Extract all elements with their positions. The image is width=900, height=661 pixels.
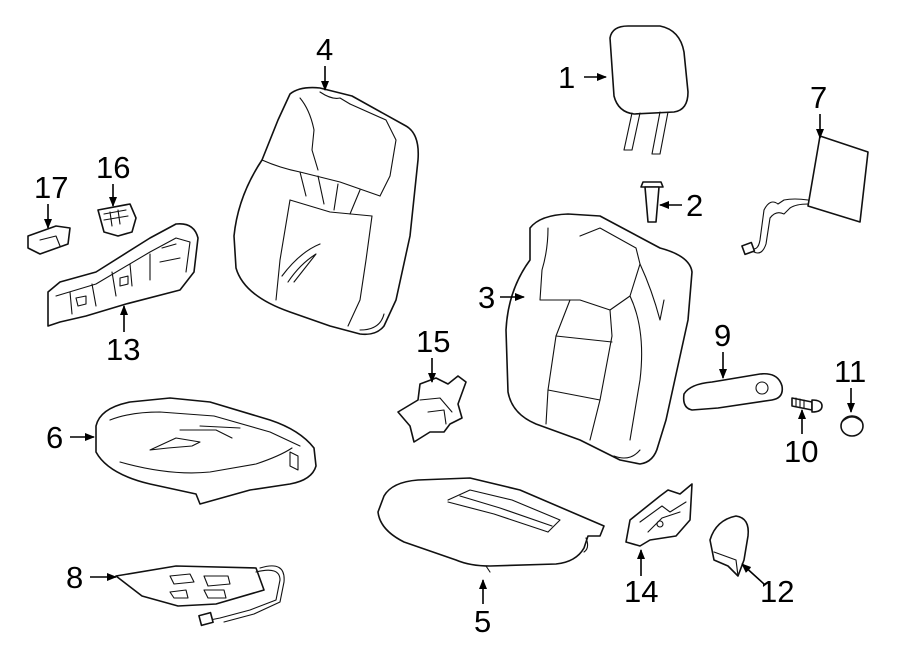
callout-9: 9 — [714, 318, 731, 379]
callout-8: 8 — [66, 560, 117, 595]
callout-10: 10 — [784, 409, 818, 469]
callout-label-15: 15 — [416, 324, 450, 359]
callout-3: 3 — [478, 280, 525, 315]
callout-label-3: 3 — [478, 280, 495, 315]
callout-2: 2 — [659, 188, 703, 223]
callout-7: 7 — [810, 80, 827, 139]
callout-12: 12 — [741, 563, 794, 609]
cap — [840, 415, 864, 437]
side-trim — [47, 222, 199, 327]
callout-4: 4 — [316, 32, 333, 91]
switch-knob — [97, 203, 137, 237]
clip-bracket — [397, 375, 467, 443]
guide — [640, 181, 664, 223]
lever-knob — [27, 225, 71, 255]
callout-1: 1 — [558, 60, 607, 95]
callout-16: 16 — [96, 150, 130, 207]
callout-label-12: 12 — [760, 574, 794, 609]
callout-label-11: 11 — [834, 354, 866, 389]
callout-6: 6 — [46, 420, 95, 455]
callout-13: 13 — [106, 305, 140, 367]
callout-label-14: 14 — [624, 574, 658, 609]
callout-label-2: 2 — [686, 188, 703, 223]
callout-label-10: 10 — [784, 434, 818, 469]
callout-17: 17 — [34, 170, 68, 229]
callout-5: 5 — [474, 579, 491, 639]
callout-label-9: 9 — [714, 318, 731, 353]
hinge-cover — [709, 515, 750, 577]
callout-label-5: 5 — [474, 604, 491, 639]
armrest — [682, 372, 784, 411]
callout-label-1: 1 — [558, 60, 575, 95]
cushion-cover — [95, 397, 317, 505]
callout-11: 11 — [834, 354, 866, 413]
bolt — [791, 397, 823, 413]
cushion-pad — [377, 477, 605, 573]
callout-label-7: 7 — [810, 80, 827, 115]
callout-label-17: 17 — [34, 170, 68, 205]
callout-label-16: 16 — [96, 150, 130, 185]
headrest — [609, 25, 689, 155]
callout-label-6: 6 — [46, 420, 63, 455]
bracket — [625, 483, 693, 547]
back-cover — [233, 86, 420, 336]
back-heater — [741, 135, 869, 256]
back-pad — [505, 213, 693, 465]
callout-label-8: 8 — [66, 560, 83, 595]
callout-label-4: 4 — [316, 32, 333, 67]
callout-15: 15 — [416, 324, 450, 383]
cushion-heater — [115, 565, 285, 627]
callout-label-13: 13 — [106, 332, 140, 367]
callout-14: 14 — [624, 549, 658, 609]
